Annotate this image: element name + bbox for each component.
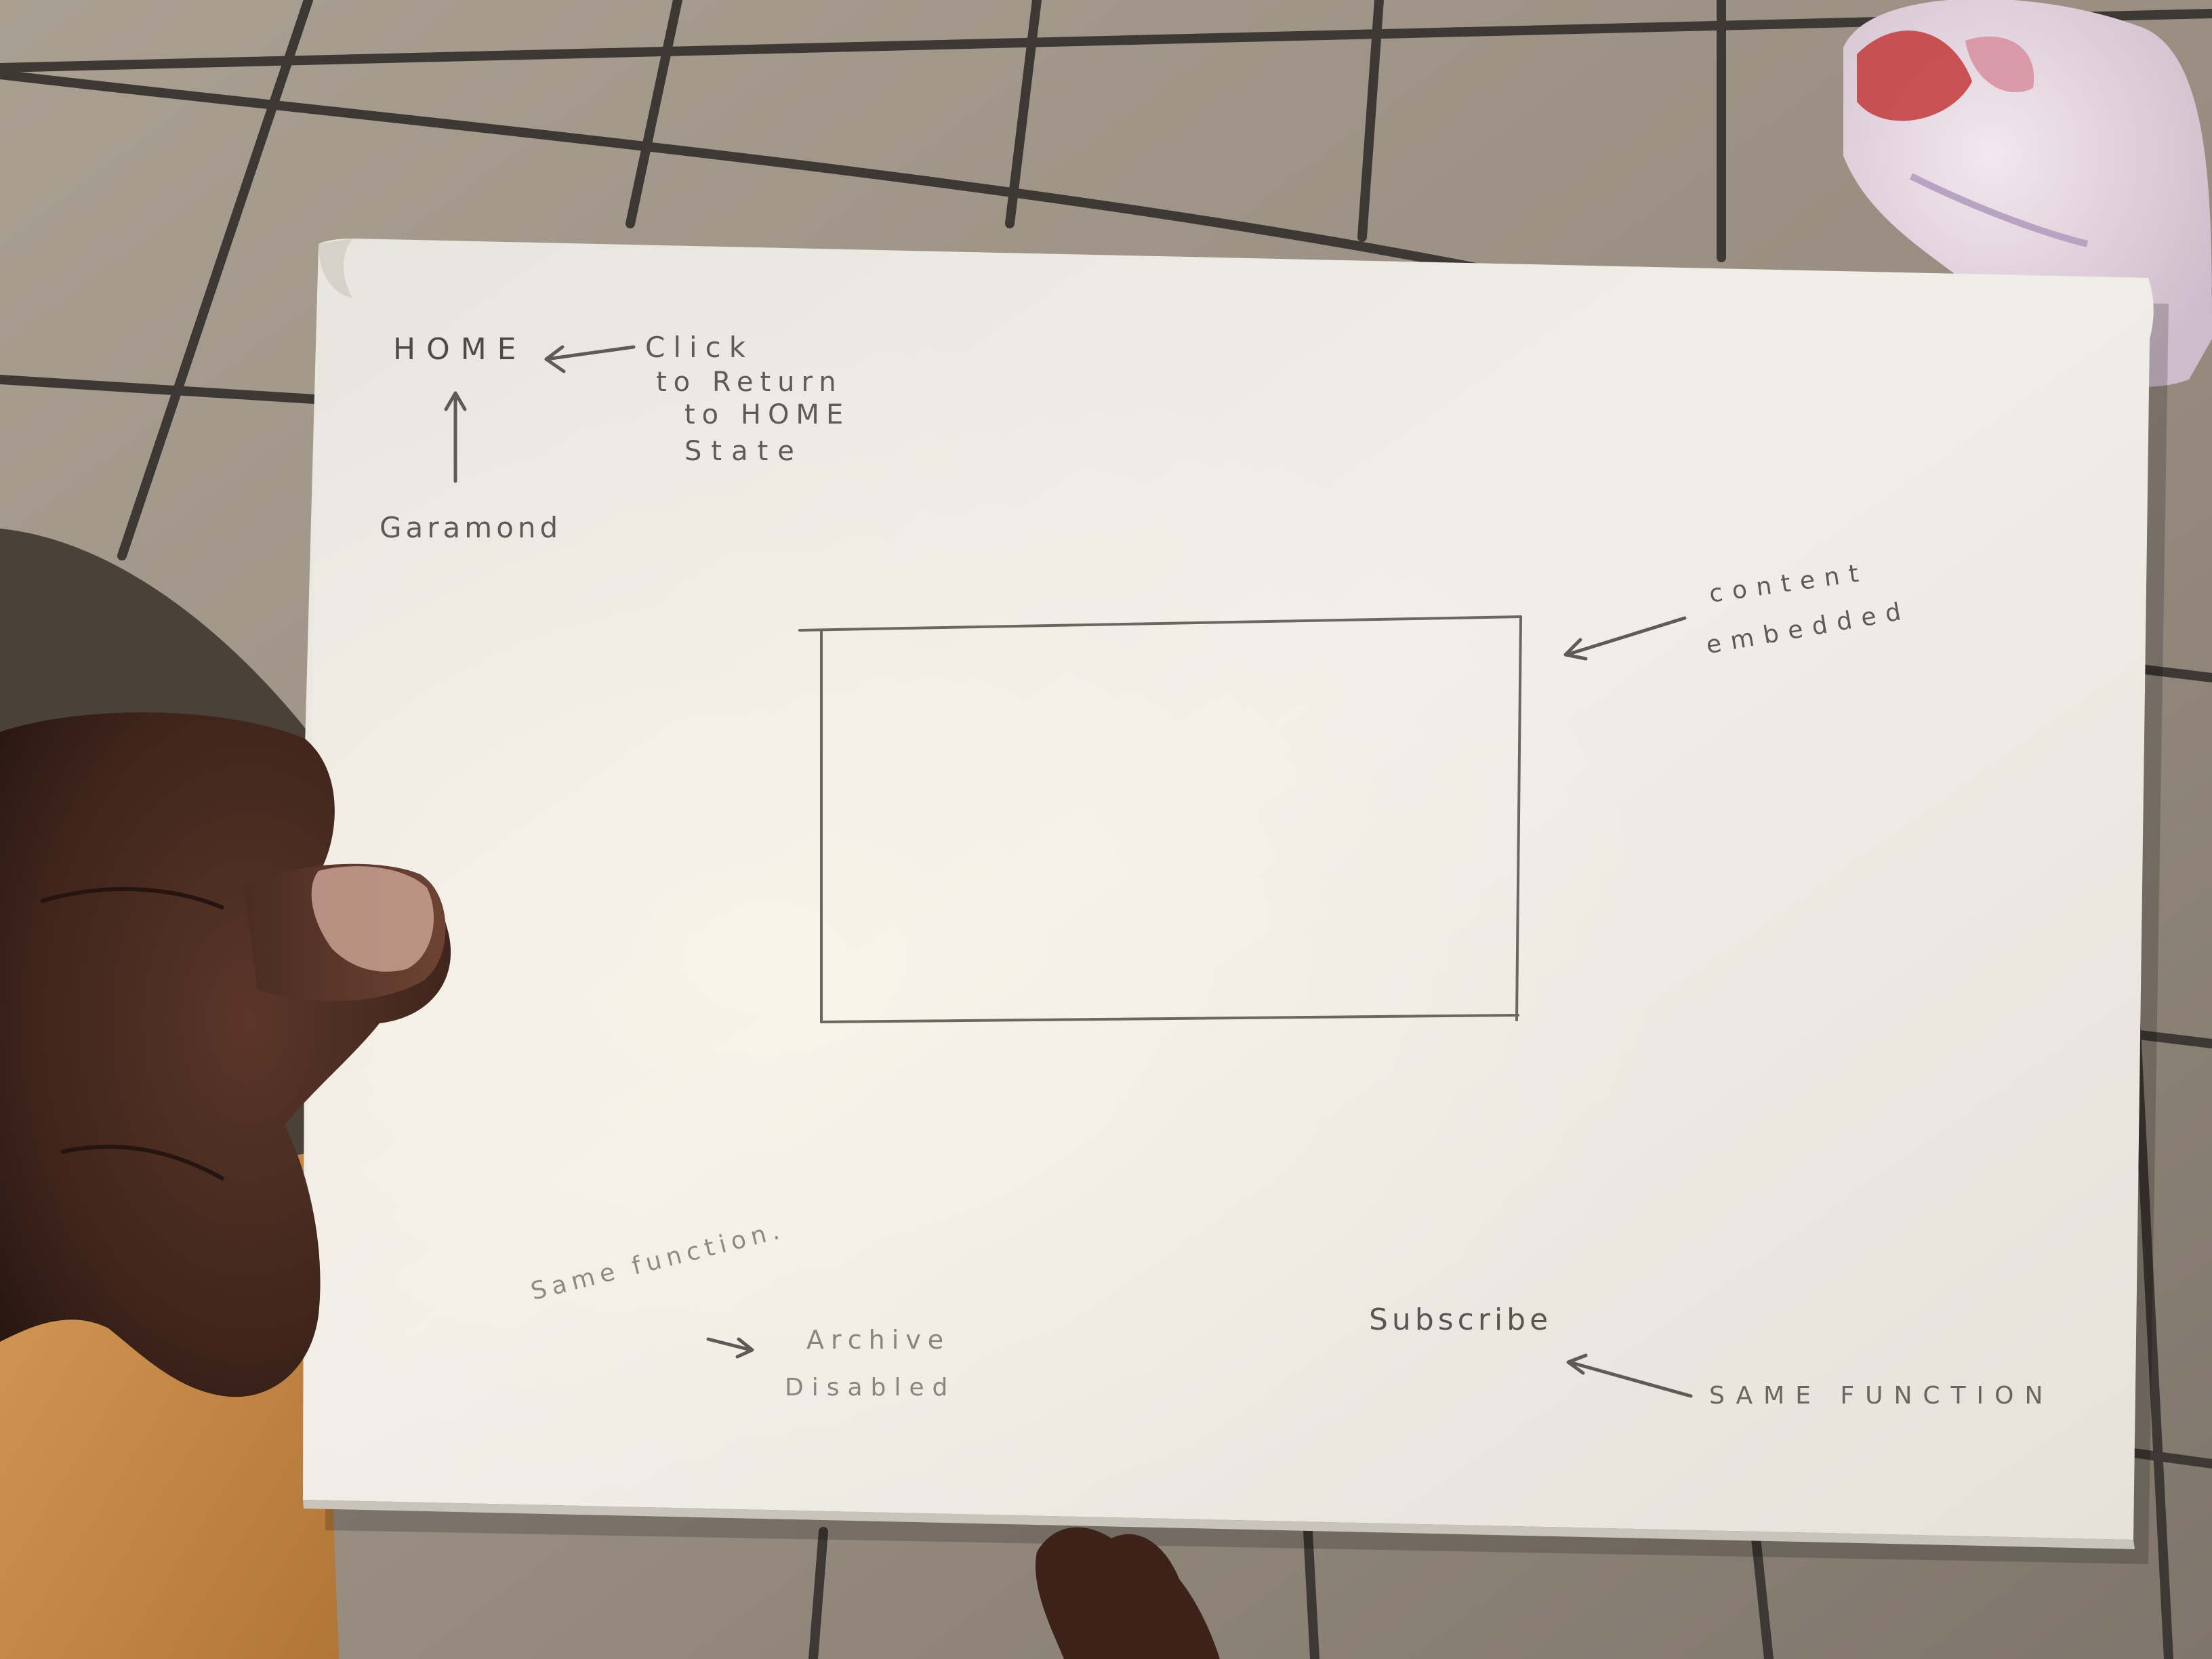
embedded-content-box bbox=[798, 615, 1522, 1023]
paper-highlight bbox=[303, 244, 2148, 1540]
paper-bottom-edge bbox=[303, 1500, 2135, 1549]
foot bbox=[1036, 1527, 1220, 1659]
click-note-line-3: to HOME bbox=[684, 399, 851, 430]
click-note-line-4: State bbox=[684, 436, 804, 467]
sketch-arrows bbox=[444, 345, 1693, 1398]
click-note-line-2: to Return bbox=[656, 367, 843, 398]
hand bbox=[0, 712, 451, 1397]
archive-disabled-label: Disabled bbox=[785, 1374, 956, 1401]
subscribe-label: Subscribe bbox=[1369, 1303, 1553, 1337]
font-note: Garamond bbox=[380, 511, 562, 544]
subscribe-note: SAME FUNCTION bbox=[1709, 1382, 2054, 1410]
archive-label: Archive bbox=[806, 1325, 951, 1355]
thumbnail bbox=[311, 866, 434, 972]
home-label: HOME bbox=[393, 332, 527, 367]
click-note-line-1: Click bbox=[645, 331, 754, 364]
paper-corner-fold bbox=[319, 239, 352, 298]
